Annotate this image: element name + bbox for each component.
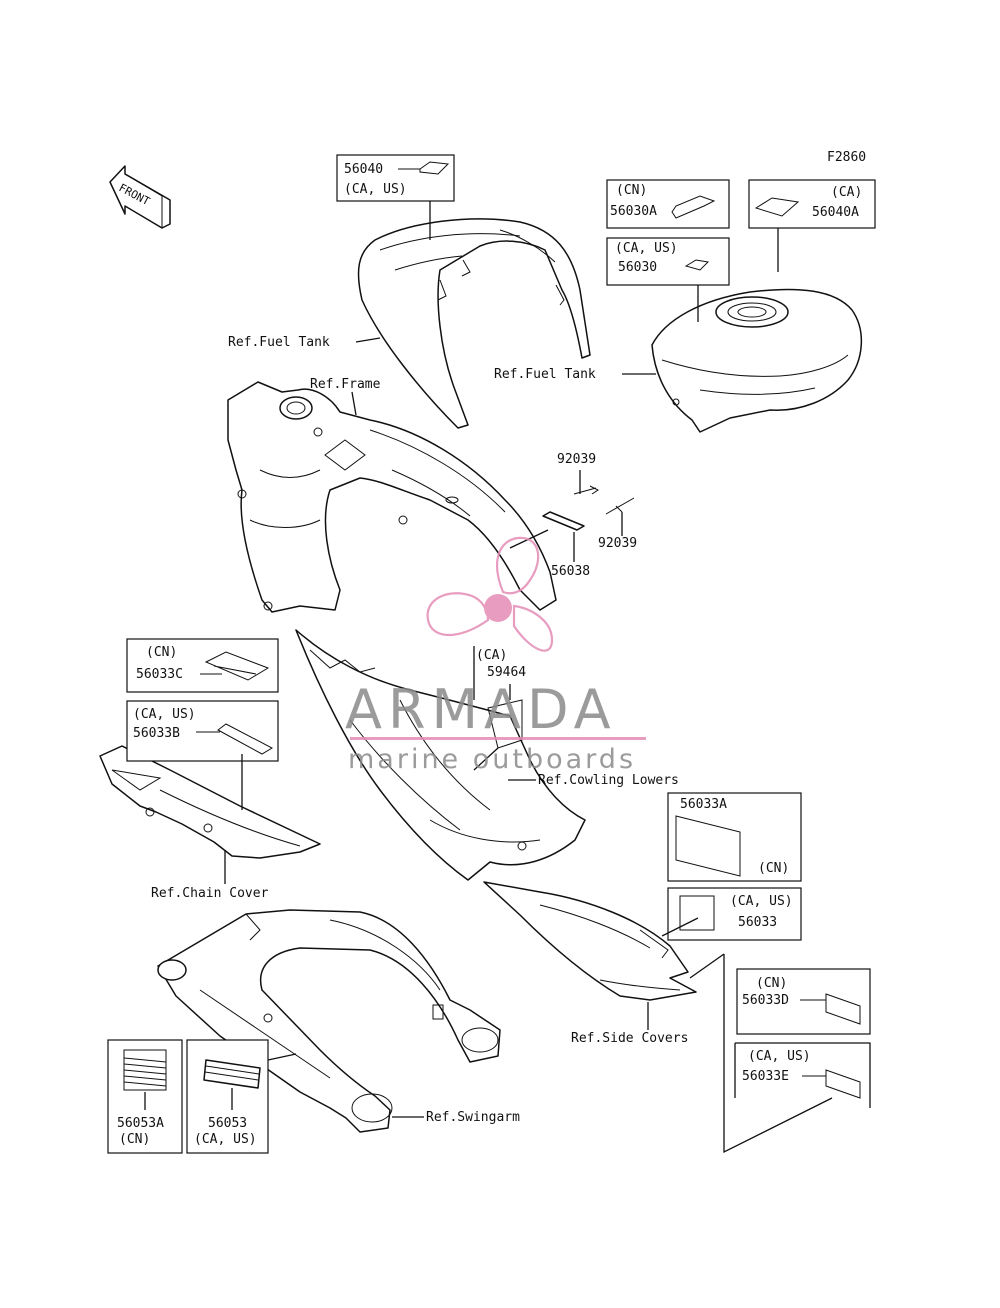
ref-fuel-tank-right: Ref.Fuel Tank (494, 367, 596, 382)
ref-frame: Ref.Frame (310, 377, 381, 392)
label-56053A-icon (123, 1049, 167, 1091)
part-56030-number: 56030 (618, 260, 657, 275)
part-56033E-region: (CA, US) (748, 1049, 811, 1064)
propeller-logo-icon (426, 536, 554, 652)
label-box-56030 (606, 237, 730, 286)
part-56040-number: 56040 (344, 162, 383, 177)
swingarm-drawing (157, 909, 501, 1133)
part-56030A-number: 56030A (610, 204, 657, 219)
label-box-56033A (667, 792, 802, 882)
watermark: ARMADA marine outboards (345, 536, 646, 775)
watermark-subtitle: marine outboards (348, 744, 636, 775)
label-box-56053 (186, 1039, 269, 1154)
front-arrow-icon: FRONT (109, 165, 171, 229)
part-56033B-region: (CA, US) (133, 707, 196, 722)
seat-cowl-drawing (357, 218, 591, 429)
part-56053-region: (CA, US) (194, 1132, 257, 1147)
ref-swingarm: Ref.Swingarm (426, 1110, 520, 1125)
part-56033B-number: 56033B (133, 726, 180, 741)
part-56053-number: 56053 (208, 1116, 247, 1131)
part-56038-number: 56038 (551, 564, 590, 579)
part-56033A-number: 56033A (680, 797, 727, 812)
chain-cover-drawing (99, 745, 321, 859)
part-56033A-region: (CN) (758, 861, 789, 876)
part-56033C-region: (CN) (146, 645, 177, 660)
label-box-56033B (126, 700, 279, 762)
part-56033D-region: (CN) (756, 976, 787, 991)
part-56033E-number: 56033E (742, 1069, 789, 1084)
label-box-56033C (126, 638, 279, 693)
ref-side-covers: Ref.Side Covers (571, 1031, 688, 1046)
part-56033-number: 56033 (738, 915, 777, 930)
part-56033C-number: 56033C (136, 667, 183, 682)
part-56033-region: (CA, US) (730, 894, 793, 909)
watermark-title: ARMADA (345, 678, 617, 741)
cowling-lowers-drawing (295, 629, 586, 881)
part-56040A-region: (CA) (831, 185, 862, 200)
figure-code: F2860 (827, 150, 866, 165)
fuel-tank-drawing (651, 288, 863, 433)
part-56033D-number: 56033D (742, 993, 789, 1008)
part-92039-bottom-number: 92039 (598, 536, 637, 551)
part-59464-region: (CA) (476, 648, 507, 663)
side-cover-drawing (483, 881, 697, 1001)
part-56053A-number: 56053A (117, 1116, 164, 1131)
label-box-56033E (735, 1042, 871, 1108)
frame-drawing (227, 381, 557, 613)
part-56053A-region: (CN) (119, 1132, 150, 1147)
part-56040-region: (CA, US) (344, 182, 407, 197)
ref-chain-cover: Ref.Chain Cover (151, 886, 269, 901)
ref-cowling-lowers: Ref.Cowling Lowers (538, 773, 679, 788)
part-56040A-number: 56040A (812, 205, 859, 220)
watermark-rule (350, 737, 646, 740)
label-box-56033 (667, 887, 802, 941)
ref-fuel-tank-left: Ref.Fuel Tank (228, 335, 330, 350)
label-box-56040A (748, 179, 876, 229)
part-59464-number: 59464 (487, 665, 526, 680)
part-92039-top-number: 92039 (557, 452, 596, 467)
part-56030-region: (CA, US) (615, 241, 678, 256)
part-56030A-region: (CN) (616, 183, 647, 198)
label-56053-icon (203, 1059, 261, 1089)
